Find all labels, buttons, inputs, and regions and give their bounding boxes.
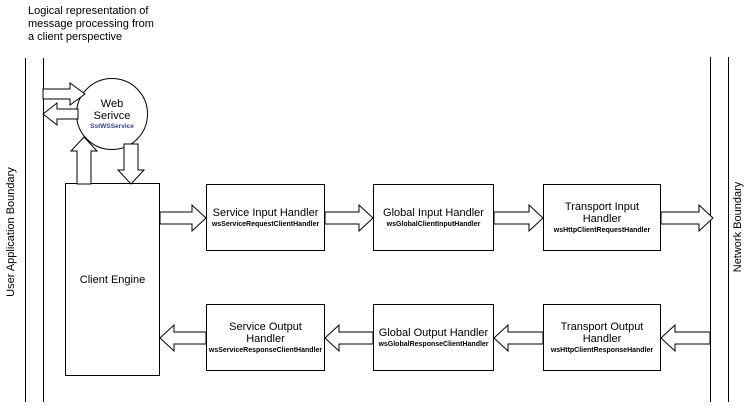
global-input-handler-title: Global Input Handler [383, 206, 484, 219]
arrow-global-output-to-service-output-icon [324, 323, 374, 353]
service-input-handler-sublabel: wsServiceRequestClientHandler [211, 220, 320, 228]
global-output-handler-sublabel: wsGlobalResponseClientHandler [378, 340, 489, 348]
user-application-boundary-label: User Application Boundary [5, 167, 17, 297]
node-service-output-handler: Service Output Handler wsServiceResponse… [206, 304, 325, 371]
arrow-transport-input-to-network-icon [660, 203, 714, 233]
node-web-service: Web Serivce SstWSService [76, 78, 148, 150]
node-transport-input-handler: Transport Input Handler wsHttpClientRequ… [543, 184, 661, 251]
node-service-input-handler: Service Input Handler wsServiceRequestCl… [206, 184, 325, 251]
web-service-sublabel: SstWSService [90, 122, 134, 130]
node-global-output-handler: Global Output Handler wsGlobalResponseCl… [373, 304, 494, 371]
arrow-network-to-transport-output-icon [660, 323, 711, 353]
arrow-service-input-to-global-input-icon [324, 203, 374, 233]
arrow-global-input-to-transport-input-icon [493, 203, 544, 233]
node-client-engine: Client Engine [65, 183, 160, 376]
node-global-input-handler: Global Input Handler wsGlobalClientInput… [373, 184, 494, 251]
transport-output-handler-title: Transport Output Handler [560, 320, 644, 345]
service-output-handler-sublabel: wsServiceResponseClientHandler [208, 346, 323, 354]
client-engine-title: Client Engine [79, 273, 146, 286]
global-output-handler-title: Global Output Handler [378, 326, 489, 339]
network-boundary-label: Network Boundary [732, 181, 744, 273]
web-service-title: Web Serivce [93, 97, 131, 122]
arrow-web-service-to-client-engine-icon [116, 143, 146, 185]
node-transport-output-handler: Transport Output Handler wsHttpClientRes… [543, 304, 661, 371]
arrow-service-output-to-client-engine-icon [159, 323, 207, 353]
transport-input-handler-sublabel: wsHttpClientRequestHandler [553, 226, 651, 234]
arrow-client-engine-to-service-input-icon [159, 203, 207, 233]
service-output-handler-title: Service Output Handler [229, 320, 302, 345]
diagram-title: Logical representation of message proces… [28, 5, 154, 43]
arrow-transport-output-to-global-output-icon [493, 323, 544, 353]
transport-output-handler-sublabel: wsHttpClientResponseHandler [550, 346, 654, 354]
arrow-web-service-to-boundary-icon [42, 101, 79, 127]
service-input-handler-title: Service Input Handler [212, 206, 319, 219]
global-input-handler-sublabel: wsGlobalClientInputHandler [386, 220, 481, 228]
transport-input-handler-title: Transport Input Handler [564, 200, 640, 225]
